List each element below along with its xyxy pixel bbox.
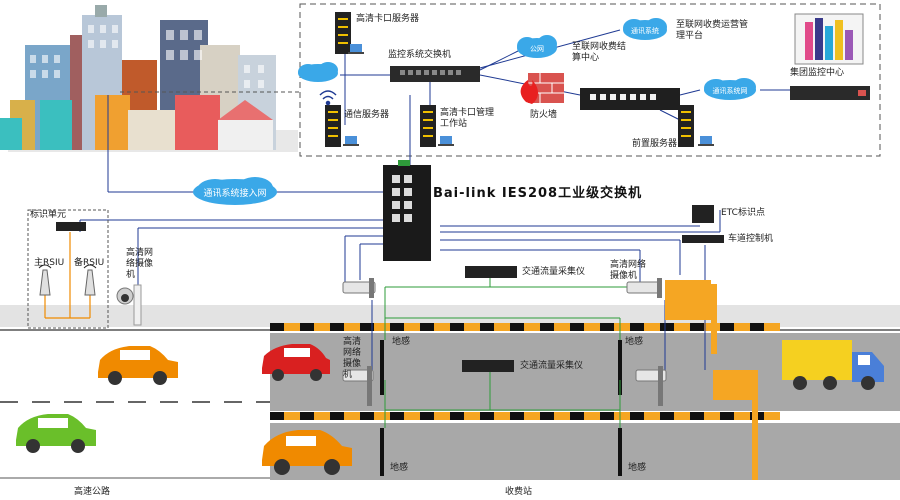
id-unit-box — [27, 209, 109, 329]
collector-device-mid — [462, 360, 514, 372]
loop-bar-1 — [380, 340, 384, 395]
cloud-telecom-1: 通讯系统 — [631, 27, 659, 35]
toll-lane-right-ext2 — [780, 423, 900, 480]
label-loop-4: 地感 — [628, 463, 647, 473]
car-orange-bottom — [262, 430, 352, 475]
page-title: Bai-link IES208工业级交换机 — [433, 186, 643, 201]
label-to-ops-platform: 至联网收费运营管理平台 — [676, 20, 749, 41]
network-lines — [79, 29, 800, 375]
label-etc-point: ETC标识点 — [721, 208, 765, 218]
clouds — [193, 18, 756, 205]
rsiu-antennas — [38, 264, 97, 296]
truck-yellow — [782, 340, 884, 390]
label-group-monitor-center: 集团监控中心 — [790, 68, 845, 78]
car-green — [16, 414, 96, 453]
label-highway: 高速公路 — [74, 487, 111, 497]
etc-device — [692, 205, 714, 223]
label-comm-server: 通信服务器 — [344, 110, 390, 120]
wifi-antenna — [319, 90, 337, 106]
label-backup-rsiu: 备RSIU — [74, 258, 105, 268]
island-stripes — [270, 323, 780, 420]
bullet-camera-left — [342, 278, 376, 298]
id-unit-device — [56, 222, 86, 231]
label-traffic-collector-mid: 交通流量采集仪 — [520, 361, 584, 371]
label-loop-1: 地感 — [392, 337, 411, 347]
server-racks — [325, 12, 714, 147]
label-front-server: 前置服务器 — [632, 139, 678, 149]
label-loop-3: 地感 — [390, 463, 409, 473]
monitor-switch-device — [390, 66, 480, 82]
car-orange-top — [98, 346, 178, 385]
loop-bar-3 — [380, 428, 384, 476]
label-lane-controller: 车道控制机 — [728, 234, 774, 244]
city-skyline — [0, 5, 298, 152]
label-hd-camera-mid: 高清网络摄像机 — [343, 337, 362, 380]
edge-switch-device — [580, 88, 680, 110]
ies208-switch — [383, 160, 431, 261]
label-hd-checkpoint-server: 高清卡口服务器 — [356, 14, 420, 24]
label-hd-camera-left: 高清网络摄像机 — [126, 248, 154, 280]
label-hd-camera-right: 高清网络摄像机 — [610, 260, 647, 281]
bullet-camera-mid-left — [342, 366, 374, 406]
label-main-rsiu: 主RSIU — [34, 258, 65, 268]
loop-bar-4 — [618, 428, 622, 476]
lane-controller-device — [682, 235, 724, 243]
toll-barrier — [665, 280, 758, 480]
label-loop-2: 地感 — [625, 337, 644, 347]
rsiu-lines — [44, 232, 91, 319]
bullet-camera-mid-right — [635, 366, 667, 406]
collector-device-top — [465, 266, 517, 278]
bullet-camera-right — [626, 278, 662, 298]
label-traffic-collector-top: 交通流量采集仪 — [522, 267, 586, 277]
label-to-settlement-center: 至联网收费结算中心 — [572, 42, 627, 63]
label-firewall: 防火墙 — [530, 110, 558, 120]
car-red — [262, 344, 330, 381]
label-id-unit: 标识单元 — [30, 210, 67, 220]
collector-lines — [384, 275, 640, 428]
group-monitor-screen — [790, 13, 870, 100]
datacenter-box — [299, 3, 881, 157]
label-hd-checkpoint-workstation: 高清卡口管理工作站 — [440, 108, 495, 129]
label-toll-station: 收费站 — [505, 487, 533, 497]
label-monitor-switch: 监控系统交换机 — [388, 50, 452, 60]
loop-bar-2 — [618, 340, 622, 395]
cloud-comm-access: 通讯系统接入网 — [203, 189, 267, 199]
dome-camera — [116, 284, 142, 326]
cloud-public: 公网 — [530, 45, 544, 53]
firewall-device — [520, 73, 564, 104]
cloud-telecom-2: 通讯系统网 — [712, 87, 748, 95]
toll-lane-lower — [270, 423, 780, 480]
